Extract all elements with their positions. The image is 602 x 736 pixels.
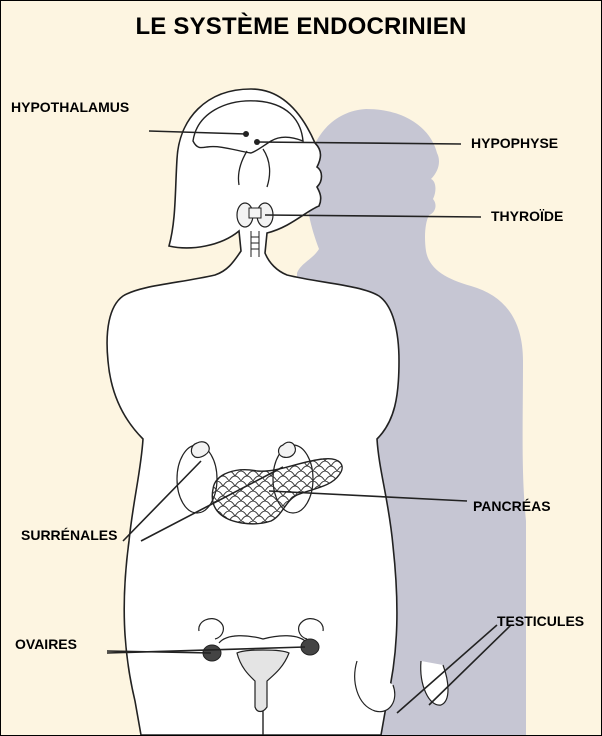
label-hypophyse: HYPOPHYSE: [471, 135, 558, 151]
label-hypothalamus: HYPOTHALAMUS: [11, 99, 129, 115]
label-ovaires: OVAIRES: [15, 636, 77, 652]
diagram-title: LE SYSTÈME ENDOCRINIEN: [1, 13, 601, 41]
label-pancreas: PANCRÉAS: [473, 498, 551, 514]
label-testicules: TESTICULES: [497, 613, 584, 629]
label-surrenales: SURRÉNALES: [21, 527, 117, 543]
label-thyroide: THYROÏDE: [491, 208, 563, 224]
